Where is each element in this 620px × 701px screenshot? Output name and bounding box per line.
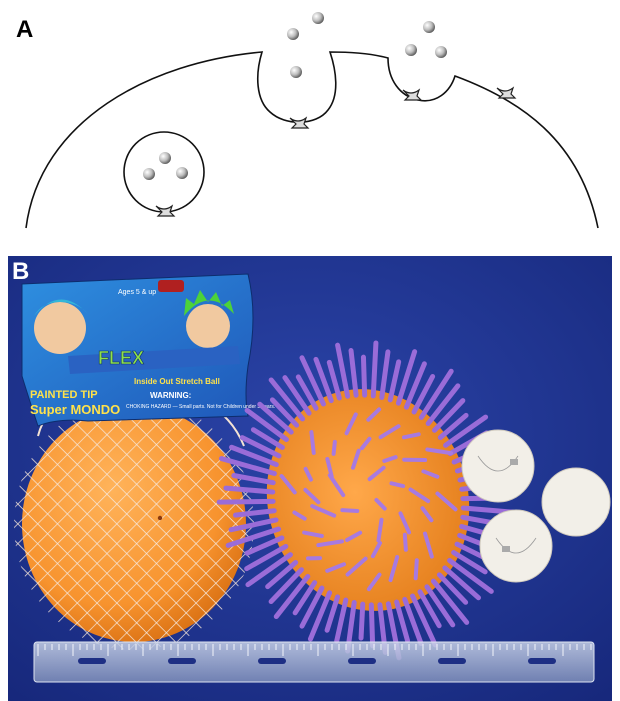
warning-text: CHOKING HAZARD — Small parts. Not for Ch… [126, 404, 275, 410]
tagline-text: Inside Out Stretch Ball [134, 377, 220, 386]
spike [361, 604, 363, 638]
particle [159, 152, 171, 164]
particles [143, 12, 447, 180]
age-text: Ages 5 & up [118, 289, 156, 296]
panel-b-photo: FLEX Ages 5 & up Inside Out Stretch Ball… [8, 256, 612, 701]
spike [334, 442, 335, 454]
particle [290, 66, 302, 78]
product-header-card: FLEX Ages 5 & up Inside Out Stretch Ball… [22, 274, 275, 426]
particle [405, 44, 417, 56]
spike [416, 560, 417, 578]
particle [423, 21, 435, 33]
panel-a-diagram: A [0, 0, 620, 248]
paper-disc [542, 468, 610, 536]
receptor-icon [290, 118, 308, 128]
spike [371, 605, 372, 646]
cell-membrane-diagram [0, 0, 620, 248]
spike [373, 343, 376, 396]
spike [311, 432, 313, 453]
particle [435, 46, 447, 58]
spike [391, 483, 403, 486]
warning-title: WARNING: [150, 391, 191, 400]
toy-photo: FLEX Ages 5 & up Inside Out Stretch Ball… [8, 256, 612, 701]
vesicle-circle [124, 132, 204, 212]
painted-tip-text: PAINTED TIP [30, 389, 98, 401]
particle [287, 28, 299, 40]
paper-disc [462, 430, 534, 502]
panel-label-b: B [12, 258, 29, 286]
particle [312, 12, 324, 24]
paper-disc [480, 510, 552, 582]
particle [176, 167, 188, 179]
super-mondo-text: Super MONDO [30, 402, 120, 417]
panel-label-a: A [16, 16, 33, 44]
brand-text: FLEX [98, 348, 144, 368]
particle [143, 168, 155, 180]
spike [342, 510, 357, 511]
spike [219, 501, 273, 502]
spike [405, 535, 406, 550]
ruler [34, 642, 594, 682]
receptor-icon [497, 88, 515, 98]
membrane-outline [26, 52, 598, 228]
spike [363, 357, 364, 395]
